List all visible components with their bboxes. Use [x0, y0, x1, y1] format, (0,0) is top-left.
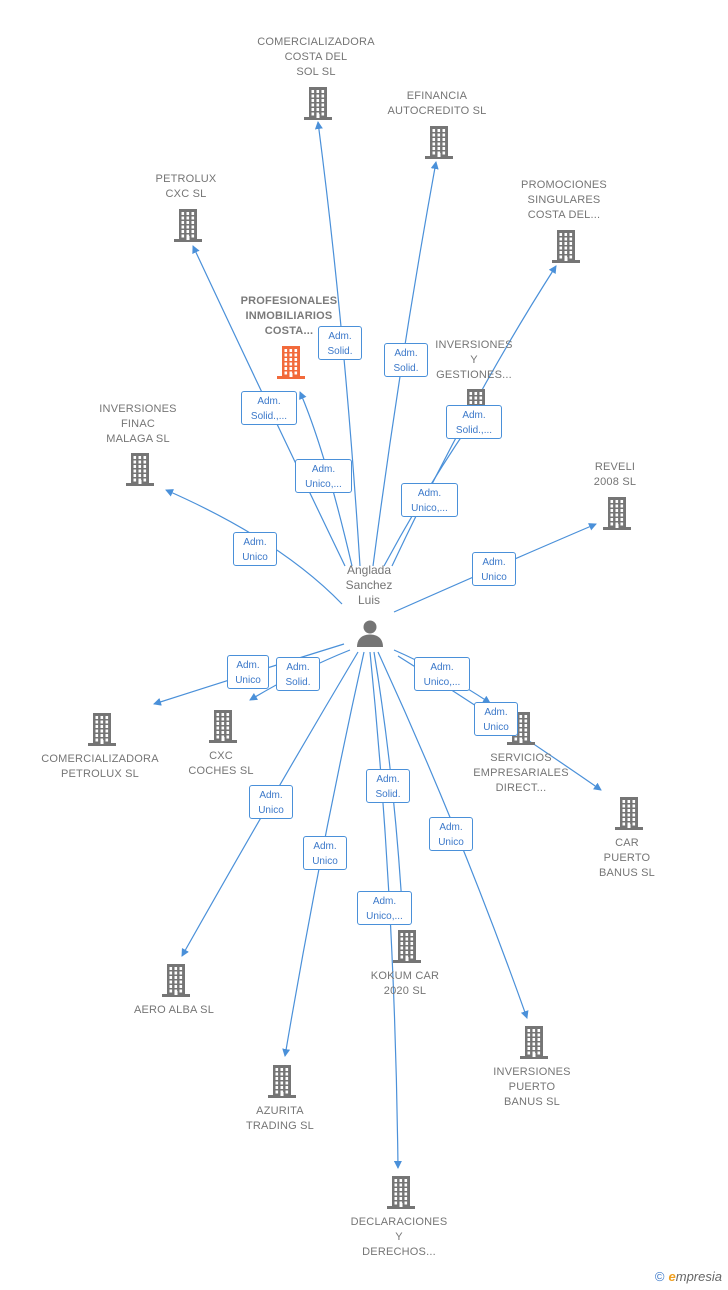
building-icon[interactable]: [208, 709, 238, 743]
relation-label-promociones-singulares[interactable]: Adm. Solid.,...: [446, 405, 502, 439]
building-icon[interactable]: [519, 1025, 549, 1059]
building-icon[interactable]: [87, 712, 117, 746]
relation-label-comercializadora-costa-del-sol[interactable]: Adm. Solid.: [318, 326, 362, 360]
brand-initial: e: [668, 1269, 676, 1284]
company-label-kokum-car[interactable]: KOKUM CAR 2020 SL: [370, 970, 440, 997]
company-label-comercializadora-petrolux[interactable]: COMERCIALIZADORA PETROLUX SL: [41, 753, 159, 780]
company-label-aero-alba[interactable]: AERO ALBA SL: [133, 1004, 215, 1016]
building-icon[interactable]: [267, 1064, 297, 1098]
company-label-cxc-coches[interactable]: CXC COCHES SL: [188, 750, 254, 777]
company-label-promociones-singulares[interactable]: PROMOCIONES SINGULARES COSTA DEL...: [521, 179, 607, 221]
company-label-declaraciones-y-derechos[interactable]: DECLARACIONES Y DERECHOS...: [350, 1216, 448, 1258]
company-label-inversiones-y-gestiones[interactable]: INVERSIONES Y GESTIONES...: [435, 339, 513, 381]
relation-label-efinancia[interactable]: Adm. Solid.: [384, 343, 428, 377]
company-label-comercializadora-costa-del-sol[interactable]: COMERCIALIZADORA COSTA DEL SOL SL: [257, 36, 375, 78]
company-label-inversiones-puerto-banus[interactable]: INVERSIONES PUERTO BANUS SL: [493, 1066, 571, 1108]
footer-brand: ©empresia: [655, 1269, 722, 1284]
company-label-car-puerto-banus[interactable]: CAR PUERTO BANUS SL: [598, 837, 655, 879]
relation-label-reveli-2008[interactable]: Adm. Unico: [472, 552, 516, 586]
relation-label-petrolux-cxc[interactable]: Adm. Solid.,...: [241, 391, 297, 425]
relation-label-servicios-empresariales[interactable]: Adm. Unico,...: [414, 657, 470, 691]
relation-label-declaraciones-y-derechos[interactable]: Adm. Unico,...: [357, 891, 412, 925]
relation-label-aero-alba[interactable]: Adm. Unico: [249, 785, 293, 819]
center-person-label: Anglada Sanchez Luis: [345, 563, 393, 607]
relation-label-inversiones-finac-malaga[interactable]: Adm. Unico: [233, 532, 277, 566]
person-icon[interactable]: [355, 618, 385, 648]
company-label-petrolux-cxc[interactable]: PETROLUX CXC SL: [155, 173, 217, 200]
building-icon[interactable]: [392, 929, 422, 963]
relation-label-azurita-trading[interactable]: Adm. Unico: [303, 836, 347, 870]
building-icon[interactable]: [303, 86, 333, 120]
company-label-reveli-2008[interactable]: REVELI 2008 SL: [593, 461, 637, 488]
company-label-azurita-trading[interactable]: AZURITA TRADING SL: [245, 1105, 314, 1132]
relation-label-inversiones-y-gestiones[interactable]: Adm. Unico,...: [401, 483, 458, 517]
building-icon[interactable]: [551, 229, 581, 263]
building-icon[interactable]: [602, 496, 632, 530]
relation-label-cxc-coches[interactable]: Adm. Solid.: [276, 657, 320, 691]
copyright-symbol: ©: [654, 1269, 665, 1284]
relation-label-inversiones-puerto-banus[interactable]: Adm. Unico: [429, 817, 473, 851]
company-label-servicios-empresariales[interactable]: SERVICIOS EMPRESARIALES DIRECT...: [473, 752, 569, 794]
brand-name: mpresia: [675, 1269, 722, 1284]
building-icon[interactable]: [125, 452, 155, 486]
company-label-inversiones-finac-malaga[interactable]: INVERSIONES FINAC MALAGA SL: [99, 403, 177, 445]
company-label-profesionales-inmobiliarios[interactable]: PROFESIONALES INMOBILIARIOS COSTA...: [240, 295, 338, 337]
building-icon[interactable]: [386, 1175, 416, 1209]
building-icon[interactable]: [161, 963, 191, 997]
building-icon[interactable]: [276, 345, 306, 379]
building-icon[interactable]: [424, 125, 454, 159]
relation-label-comercializadora-petrolux[interactable]: Adm. Unico: [227, 655, 269, 689]
company-label-efinancia[interactable]: EFINANCIA AUTOCREDITO SL: [387, 90, 487, 117]
relation-label-kokum-car[interactable]: Adm. Solid.: [366, 769, 410, 803]
relation-label-profesionales-inmobiliarios[interactable]: Adm. Unico,...: [295, 459, 352, 493]
building-icon[interactable]: [614, 796, 644, 830]
building-icon[interactable]: [173, 208, 203, 242]
relation-label-car-puerto-banus[interactable]: Adm. Unico: [474, 702, 518, 736]
